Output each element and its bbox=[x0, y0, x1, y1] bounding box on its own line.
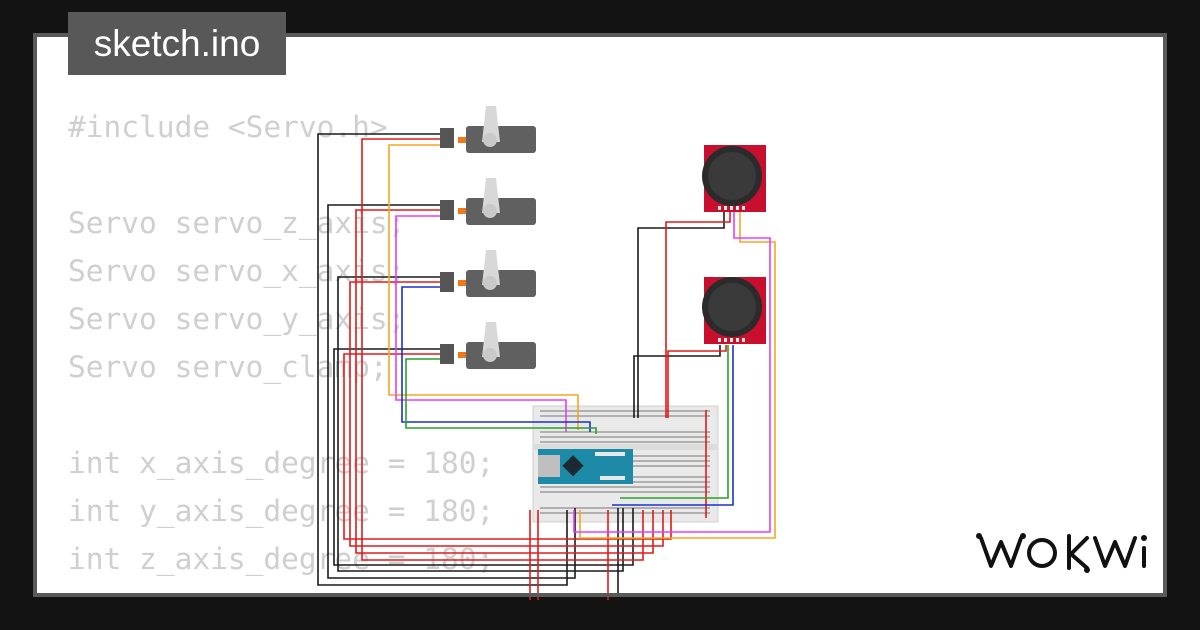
file-tab: sketch.ino bbox=[68, 12, 286, 75]
servo-2 bbox=[440, 178, 536, 225]
code-line: #include <Servo.h> bbox=[68, 110, 388, 144]
joystick-2 bbox=[702, 277, 766, 344]
preview-card: #include <Servo.h> Servo servo_z_axis; Ser… bbox=[37, 37, 1163, 593]
code-preview: #include <Servo.h> Servo servo_z_axis; Ser… bbox=[68, 103, 494, 593]
servo-3 bbox=[440, 250, 536, 297]
code-line: Servo servo_z_axis; bbox=[68, 206, 406, 240]
servo-4 bbox=[440, 322, 536, 369]
code-line: int clamp_degree = 180; bbox=[68, 583, 494, 593]
joystick-1 bbox=[702, 145, 766, 212]
wokwi-logo bbox=[976, 533, 1147, 573]
servo-1 bbox=[440, 106, 536, 153]
code-line: int x_axis_degree = 180; bbox=[68, 446, 495, 480]
code-line: int z_axis_degree = 180; bbox=[68, 542, 495, 576]
arduino-nano bbox=[538, 449, 633, 484]
code-line: int y_axis_degree = 180; bbox=[68, 494, 495, 528]
code-line: Servo servo_clamp; bbox=[68, 350, 388, 384]
wires bbox=[317, 133, 776, 600]
code-line: Servo servo_y_axis; bbox=[68, 302, 406, 336]
